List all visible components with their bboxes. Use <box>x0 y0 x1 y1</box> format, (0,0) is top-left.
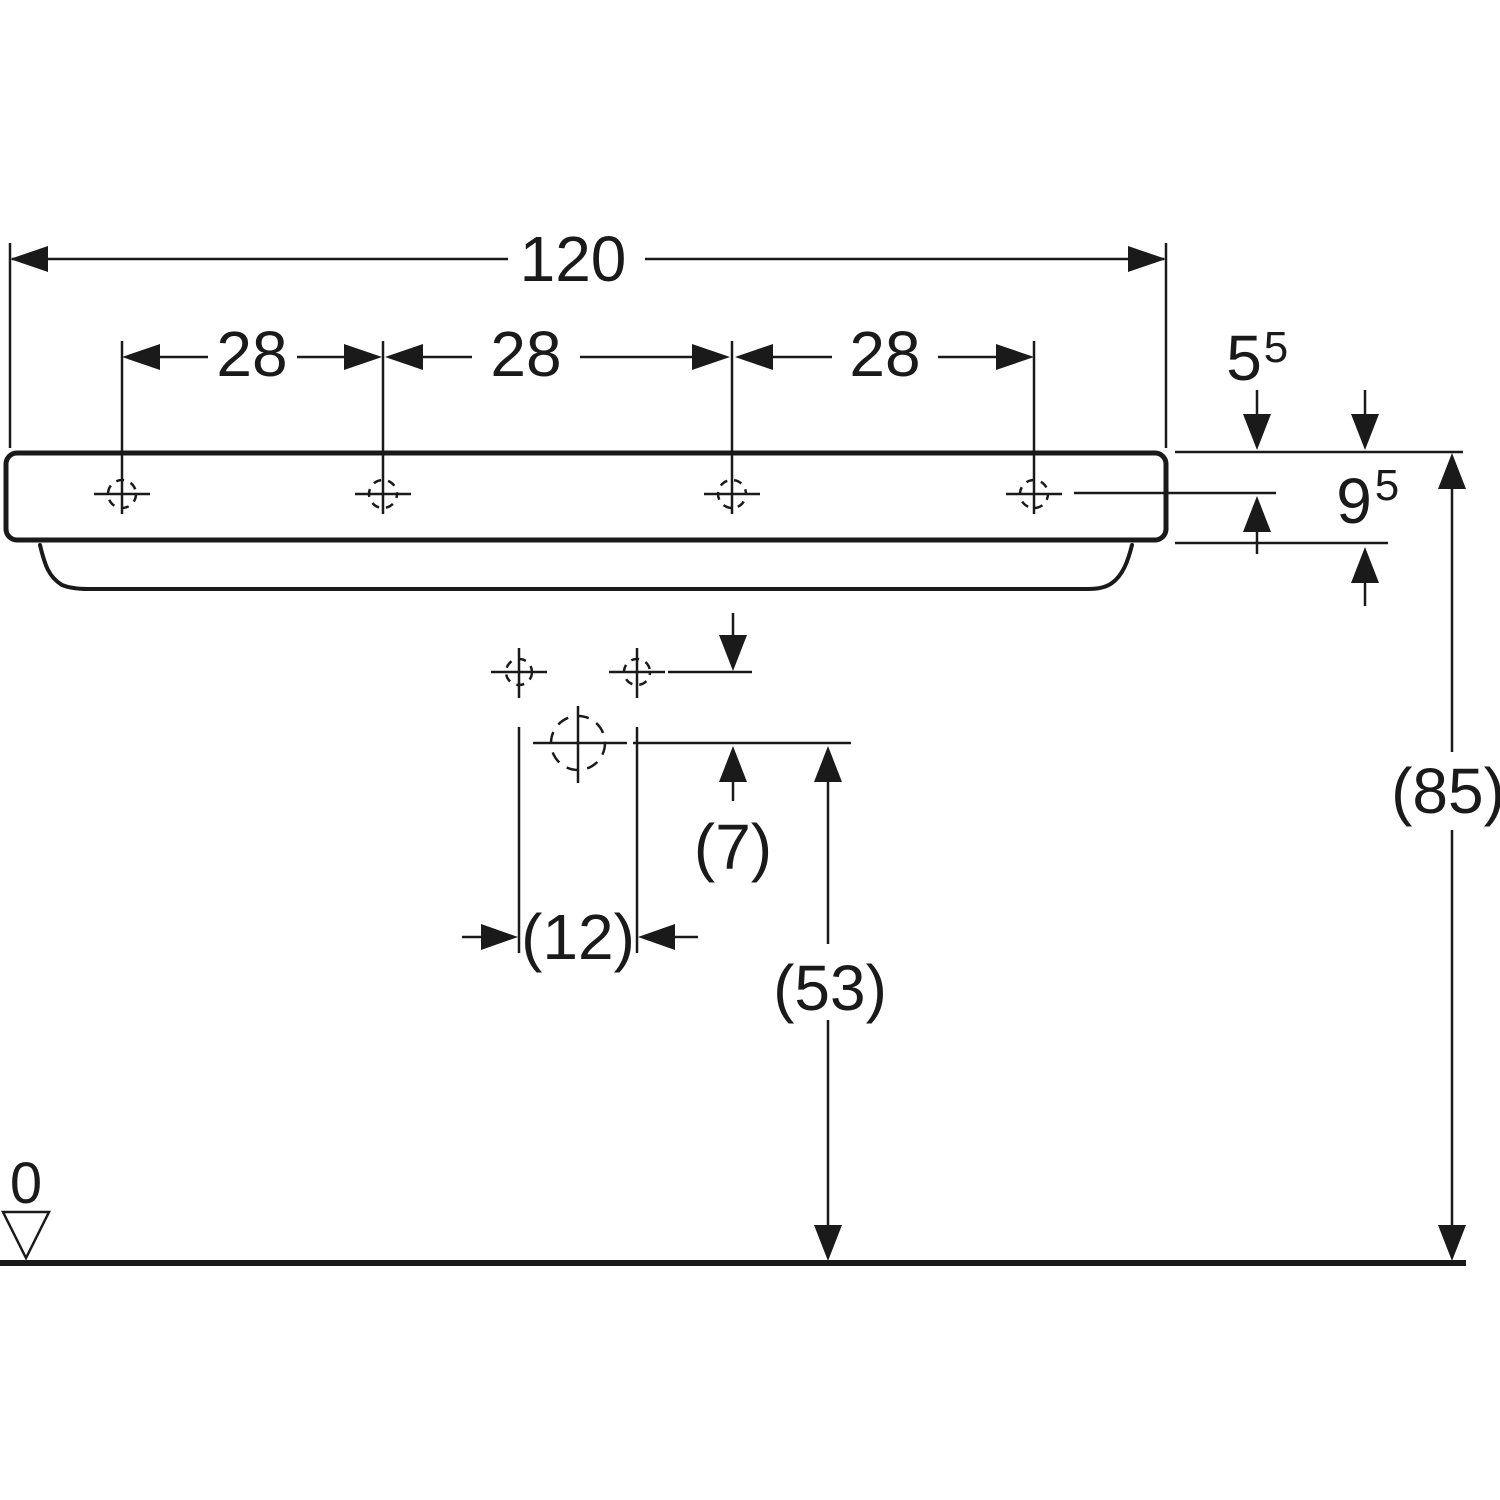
arrowhead-down-icon <box>814 1225 842 1261</box>
dim-label-12: (12) <box>521 901 635 973</box>
arrowhead-down-icon <box>1351 414 1379 450</box>
arrowhead-up-icon <box>814 746 842 782</box>
arrowhead-down-icon <box>719 635 747 671</box>
basin-bowl-outline <box>38 543 1134 591</box>
fixing-hole-mark-left <box>491 648 547 698</box>
dim-label-7: (7) <box>694 811 772 883</box>
arrowhead-up-icon <box>719 746 747 782</box>
arrowhead-up-icon <box>1351 547 1379 583</box>
tap-hole-mark-3 <box>704 478 760 510</box>
dim-label-28-middle: 28 <box>490 318 561 390</box>
dim-rim-heights: 5 5 9 5 <box>1175 322 1463 606</box>
arrowhead-icon <box>385 344 423 370</box>
dim-total-width: 120 <box>8 223 1168 448</box>
arrowhead-icon <box>996 344 1034 370</box>
arrowhead-right-icon <box>1128 246 1166 272</box>
arrowhead-down-icon <box>1438 1225 1466 1261</box>
basin-rim-outline <box>3 450 1169 543</box>
floor-datum: 0 <box>0 1151 1466 1266</box>
tap-hole-mark-4 <box>1006 478 1062 510</box>
dim-tap-hole-spacing: 28 28 28 <box>120 318 1036 514</box>
datum-zero-label: 0 <box>10 1151 42 1216</box>
arrowhead-right-icon <box>481 924 518 950</box>
tap-hole-mark-1 <box>94 478 150 510</box>
centre-circle <box>1018 478 1050 510</box>
datum-triangle-icon <box>0 1210 52 1261</box>
centre-circle <box>106 478 138 510</box>
dim-offset-7: (7) <box>633 613 851 883</box>
arrowhead-icon <box>692 344 730 370</box>
dim-rim-level-85: (85) <box>1391 453 1500 1261</box>
arrowhead-icon <box>344 344 382 370</box>
dim-height-53: (53) <box>773 746 887 1261</box>
arrowhead-up-icon <box>1438 453 1466 489</box>
arrowhead-icon <box>122 344 160 370</box>
outlet-centre-marks <box>491 648 665 783</box>
centre-circle <box>716 478 748 510</box>
tap-hole-mark-2 <box>355 478 411 510</box>
dim-label-5-5-sup: 5 <box>1264 323 1288 372</box>
dim-label-53: (53) <box>773 952 887 1024</box>
arrowhead-left-icon <box>10 246 48 272</box>
dim-width-12: (12) <box>462 727 698 973</box>
fixing-hole-mark-right <box>609 648 665 698</box>
dim-label-85: (85) <box>1391 755 1500 827</box>
dim-label-5-5-main: 5 <box>1226 322 1262 394</box>
arrowhead-up-icon <box>1243 496 1271 532</box>
arrowhead-left-icon <box>638 924 675 950</box>
arrowhead-icon <box>735 344 773 370</box>
centre-circle <box>622 657 652 687</box>
washbasin-profile <box>3 450 1276 591</box>
dim-label-28-right: 28 <box>849 318 920 390</box>
dim-label-120: 120 <box>520 223 627 295</box>
dim-label-9-5-sup: 5 <box>1375 461 1399 510</box>
centre-circle <box>504 657 534 687</box>
dim-label-28-left: 28 <box>216 318 287 390</box>
centre-circle <box>367 478 399 510</box>
dim-label-9-5-main: 9 <box>1336 465 1372 537</box>
outlet-mark <box>533 706 627 783</box>
arrowhead-down-icon <box>1243 414 1271 450</box>
